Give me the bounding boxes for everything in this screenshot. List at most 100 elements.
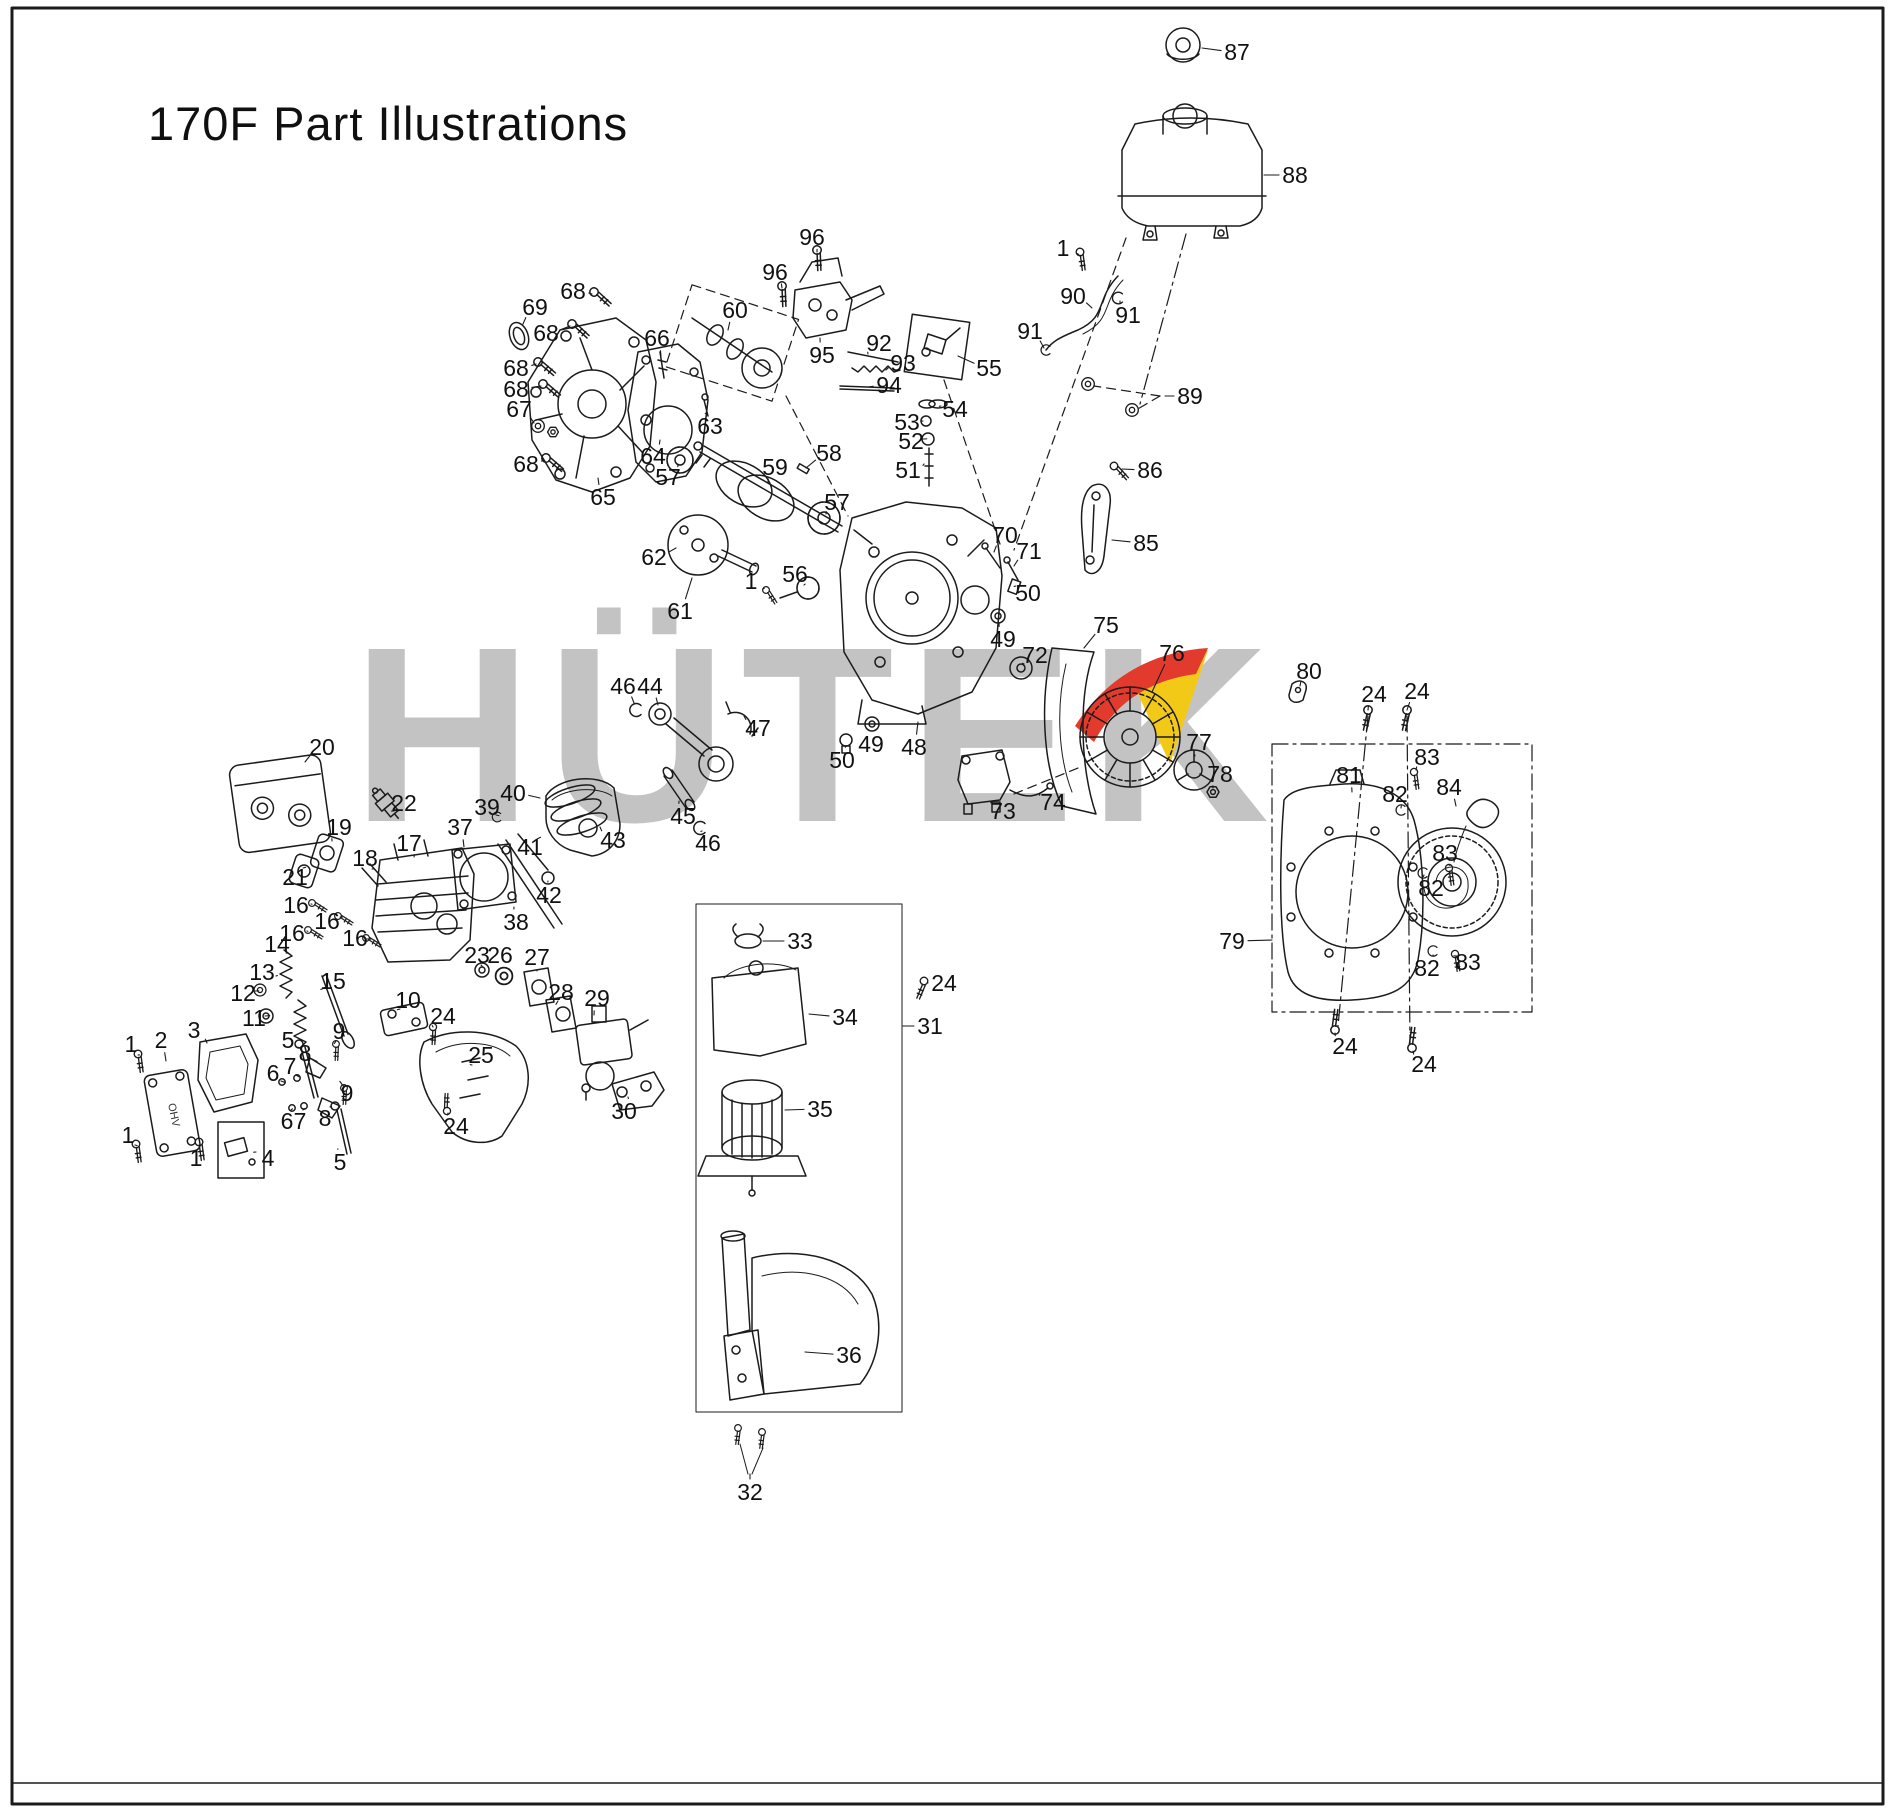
callout-34: 34 bbox=[832, 1004, 858, 1030]
callout-6: 6 bbox=[267, 1060, 280, 1086]
callout-62: 62 bbox=[641, 544, 667, 570]
callout-4: 4 bbox=[262, 1145, 275, 1171]
callout-leader bbox=[1415, 766, 1418, 771]
callout-68: 68 bbox=[560, 278, 586, 304]
callout-86: 86 bbox=[1137, 457, 1163, 483]
connecting-rod bbox=[648, 701, 759, 782]
callout-21: 21 bbox=[282, 864, 308, 890]
callout-48: 48 bbox=[901, 734, 927, 760]
fuel-line bbox=[1040, 275, 1124, 356]
callout-1: 1 bbox=[122, 1122, 135, 1148]
callout-79: 79 bbox=[1219, 928, 1245, 954]
callout-leader bbox=[1151, 664, 1166, 693]
callout-leader bbox=[329, 1105, 333, 1108]
callout-leader bbox=[280, 1080, 285, 1083]
callout-leader bbox=[555, 1000, 559, 1005]
callout-35: 35 bbox=[807, 1096, 833, 1122]
callout-leader bbox=[808, 1013, 830, 1017]
callout-leader bbox=[803, 583, 806, 586]
callout-leader bbox=[296, 1046, 302, 1049]
governor-rods bbox=[839, 351, 901, 392]
callout-leader bbox=[704, 412, 707, 415]
callout-52: 52 bbox=[898, 428, 924, 454]
callout-leader bbox=[295, 1074, 300, 1078]
callout-leader bbox=[1247, 939, 1273, 942]
callout-9: 9 bbox=[333, 1018, 346, 1044]
callout-59: 59 bbox=[762, 454, 788, 480]
callout-33: 33 bbox=[787, 928, 813, 954]
heat-shield bbox=[419, 1021, 529, 1144]
callout-leader bbox=[659, 350, 662, 357]
callout-25: 25 bbox=[468, 1042, 494, 1068]
breather-plate: OHV bbox=[127, 1033, 265, 1179]
callout-58: 58 bbox=[816, 440, 842, 466]
callout-68: 68 bbox=[513, 451, 539, 477]
callout-leader bbox=[1013, 559, 1019, 567]
callout-11: 11 bbox=[242, 1005, 266, 1031]
callout-53: 53 bbox=[894, 409, 920, 435]
crankshaft bbox=[666, 445, 843, 535]
callout-41: 41 bbox=[517, 834, 543, 860]
watermark-text: HÜTEK bbox=[352, 595, 1284, 874]
callout-70: 70 bbox=[992, 522, 1018, 548]
callout-50: 50 bbox=[829, 747, 855, 773]
callout-46: 46 bbox=[610, 673, 636, 699]
callout-leader bbox=[396, 1008, 401, 1011]
callout-66: 66 bbox=[644, 325, 670, 351]
tensioner bbox=[1080, 460, 1133, 575]
callout-leader bbox=[531, 385, 542, 389]
callout-57: 57 bbox=[824, 489, 850, 515]
callout-40: 40 bbox=[500, 780, 526, 806]
callout-leader bbox=[302, 1107, 305, 1111]
tank-bracket-washers bbox=[1081, 377, 1139, 417]
page-title: 170F Part Illustrations bbox=[148, 97, 629, 150]
callout-28: 28 bbox=[548, 979, 574, 1005]
callout-5: 5 bbox=[282, 1027, 295, 1053]
callout-leader bbox=[1121, 468, 1135, 471]
callout-16: 16 bbox=[314, 908, 340, 934]
callout-leader bbox=[784, 1108, 805, 1111]
callout-65: 65 bbox=[590, 484, 616, 510]
callout-55: 55 bbox=[976, 355, 1002, 381]
callout-75: 75 bbox=[1093, 612, 1119, 638]
callout-leader bbox=[1453, 798, 1457, 807]
muffler bbox=[228, 754, 387, 889]
callout-84: 84 bbox=[1436, 774, 1462, 800]
callout-24: 24 bbox=[931, 970, 957, 996]
callout-leader bbox=[528, 794, 541, 799]
callout-14: 14 bbox=[264, 931, 290, 957]
callout-8: 8 bbox=[299, 1040, 312, 1066]
cover-gasket bbox=[627, 343, 709, 483]
callout-leader bbox=[780, 283, 783, 289]
callout-15: 15 bbox=[320, 968, 346, 994]
callout-13: 13 bbox=[249, 959, 275, 985]
callout-24: 24 bbox=[1361, 681, 1387, 707]
callout-24: 24 bbox=[1332, 1033, 1358, 1059]
callout-leader bbox=[1432, 954, 1435, 957]
callout-63: 63 bbox=[697, 413, 723, 439]
callout-leader bbox=[1111, 539, 1131, 543]
callout-leader bbox=[684, 577, 693, 600]
page-frame bbox=[10, 6, 1885, 1806]
governor-shaft-parts bbox=[839, 542, 1033, 754]
callout-leader bbox=[1412, 1050, 1415, 1055]
callout-leader bbox=[164, 1052, 167, 1062]
crankcase bbox=[839, 501, 1003, 725]
callout-91: 91 bbox=[1017, 318, 1043, 344]
callout-leader bbox=[522, 317, 527, 325]
callout-12: 12 bbox=[230, 980, 256, 1006]
callout-26: 26 bbox=[487, 942, 513, 968]
callout-6: 6 bbox=[281, 1108, 294, 1134]
fuel-tank bbox=[1117, 103, 1267, 241]
callout-leader bbox=[668, 547, 677, 553]
callout-leader bbox=[885, 367, 889, 371]
callout-42: 42 bbox=[536, 882, 562, 908]
callout-82: 82 bbox=[1382, 781, 1408, 807]
callout-94: 94 bbox=[876, 372, 902, 398]
starter-cup bbox=[1173, 749, 1220, 798]
callout-leader bbox=[1201, 47, 1222, 52]
callout-leader bbox=[597, 477, 600, 485]
callout-68: 68 bbox=[503, 376, 529, 402]
